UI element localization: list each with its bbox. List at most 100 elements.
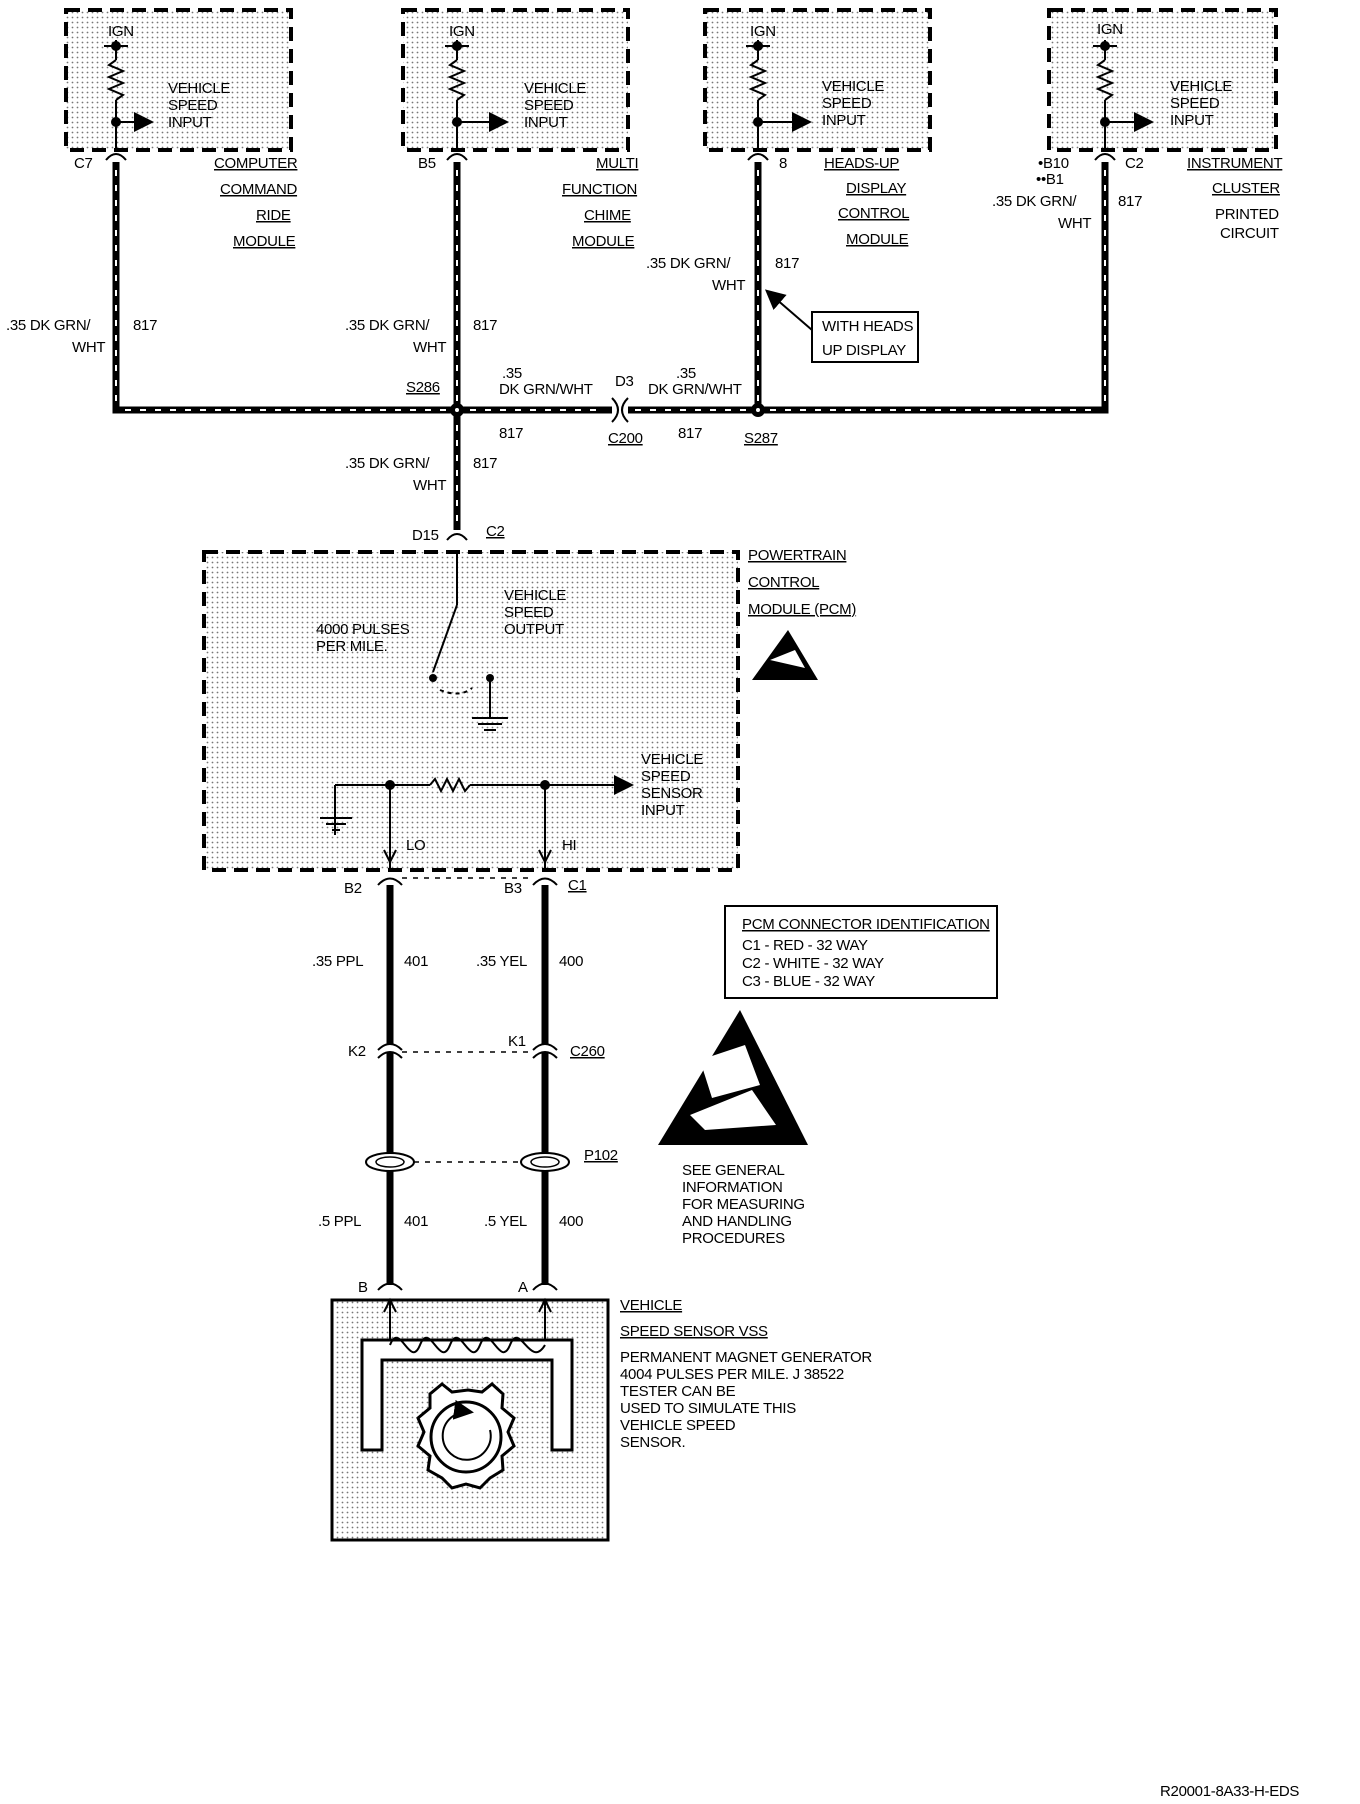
vehicle-speed-output-label: OUTPUT [504, 621, 564, 638]
esd-warning-icon [752, 630, 818, 680]
vss-name: SPEED SENSOR VSS [620, 1323, 768, 1340]
vehicle-speed-sensor: B A VEHICLE SPEED SENSOR VSS PERMANENT M… [330, 1279, 873, 1542]
splice-label: S287 [744, 430, 778, 447]
ign-label: IGN [449, 23, 475, 40]
module-name: POWERTRAIN [748, 547, 846, 564]
module-name: MULTI [596, 155, 638, 172]
circuit-number: 400 [559, 1213, 583, 1230]
wire-color-label: WHT [413, 477, 446, 494]
wire-labels: .35 DK GRN/ WHT 817 .35 DK GRN/ WHT 817 … [6, 193, 1142, 494]
circuit-number: 817 [775, 255, 799, 272]
pin-label: B5 [418, 155, 436, 172]
callout-text: UP DISPLAY [822, 342, 906, 359]
wire-color-label: .35 DK GRN/ [646, 255, 731, 272]
circuit-number: 817 [133, 317, 157, 334]
wire-color-label: .35 DK GRN/ [992, 193, 1077, 210]
vehicle-speed-input-label: VEHICLE [524, 80, 586, 97]
esd-note-line: INFORMATION [682, 1179, 783, 1196]
pcm-connector-identification-table: PCM CONNECTOR IDENTIFICATION C1 - RED - … [724, 905, 998, 999]
sensor-input-label: SPEED [641, 768, 691, 785]
module-name: CHIME [584, 207, 631, 224]
connector-label: C2 [1125, 155, 1144, 172]
vss-description: 4004 PULSES PER MILE. J 38522 [620, 1366, 844, 1383]
instrument-cluster-module: IGN VEHICLE SPEED INPUT •B10 ••B1 C2 INS… [1036, 8, 1283, 242]
pin-label: C7 [74, 155, 93, 172]
wire-color-label: .35 DK GRN/ [345, 455, 430, 472]
pin-label: B3 [504, 880, 522, 897]
vehicle-speed-output-label: VEHICLE [504, 587, 566, 604]
module-name: DISPLAY [846, 180, 906, 197]
vss-description: USED TO SIMULATE THIS [620, 1400, 796, 1417]
module-name: MODULE (PCM) [748, 601, 856, 618]
c200-connector [611, 397, 629, 423]
vss-description: VEHICLE SPEED [620, 1417, 736, 1434]
vehicle-speed-input-label: VEHICLE [1170, 78, 1232, 95]
pin-label: 8 [779, 155, 787, 172]
vehicle-speed-input-label: INPUT [822, 112, 866, 129]
module-name: FUNCTION [562, 181, 637, 198]
wire-color-label: WHT [413, 339, 446, 356]
module-name: CONTROL [748, 574, 819, 591]
pulses-label: PER MILE. [316, 638, 388, 655]
connector-label: C200 [608, 430, 643, 447]
vehicle-speed-input-label: SPEED [524, 97, 574, 114]
module-name: RIDE [256, 207, 291, 224]
vehicle-speed-input-label: SPEED [1170, 95, 1220, 112]
ign-label: IGN [1097, 21, 1123, 38]
callout-text: WITH HEADS [822, 318, 913, 335]
pin-label: •B10 [1038, 155, 1069, 172]
vss-description: SENSOR. [620, 1434, 685, 1451]
circuit-number: 817 [678, 425, 702, 442]
wire-color-label: WHT [712, 277, 745, 294]
connector-pin: K1 [508, 1033, 526, 1050]
wire-color-label: .5 PPL [318, 1213, 361, 1230]
computer-command-ride-module: IGN VEHICLE SPEED INPUT C7 COMPUTER COMM… [64, 8, 298, 250]
module-name: COMMAND [220, 181, 298, 198]
wire-color-label: WHT [72, 339, 105, 356]
table-row: C1 - RED - 32 WAY [742, 937, 868, 954]
heads-up-display-module: IGN VEHICLE SPEED INPUT 8 HEADS-UP DISPL… [703, 8, 932, 248]
pin-label: B2 [344, 880, 362, 897]
hi-label: HI [562, 837, 576, 854]
wire-color-label: DK GRN/WHT [648, 381, 742, 398]
pin-label: D15 [412, 527, 439, 544]
vss-signal-wires: .35 PPL 401 .35 YEL 400 K2 K1 C260 P102 … [312, 885, 618, 1285]
vss-description: TESTER CAN BE [620, 1383, 736, 1400]
wire-color-label: .35 DK GRN/ [6, 317, 91, 334]
wire-color-label: .35 PPL [312, 953, 363, 970]
table-row: C2 - WHITE - 32 WAY [742, 955, 884, 972]
wire-color-label: DK GRN/WHT [499, 381, 593, 398]
module-name: CONTROL [838, 205, 909, 222]
module-name: MODULE [572, 233, 635, 250]
circuit-number: 401 [404, 953, 428, 970]
module-name: HEADS-UP [824, 155, 899, 172]
connector-label: C2 [486, 523, 505, 540]
heads-up-callout: WITH HEADS UP DISPLAY [764, 289, 919, 363]
connector-label: C260 [570, 1043, 605, 1060]
esd-note-line: PROCEDURES [682, 1230, 785, 1247]
module-name: CIRCUIT [1220, 225, 1279, 242]
figure-id: R20001-8A33-H-EDS [1160, 1783, 1299, 1800]
wire-color-label: .35 [502, 365, 522, 382]
connector-pin: D3 [615, 373, 634, 390]
esd-handling-note: SEE GENERAL INFORMATION FOR MEASURING AN… [658, 1010, 808, 1247]
module-name: MODULE [846, 231, 909, 248]
vehicle-speed-output-label: SPEED [504, 604, 554, 621]
passthrough-label: P102 [584, 1147, 618, 1164]
lo-label: LO [406, 837, 425, 854]
splice-label: S286 [406, 379, 440, 396]
circuit-number: 817 [473, 455, 497, 472]
wire-color-label: .5 YEL [484, 1213, 527, 1230]
circuit-number: 401 [404, 1213, 428, 1230]
table-title: PCM CONNECTOR IDENTIFICATION [742, 916, 990, 933]
connector-label: C1 [568, 877, 587, 894]
ign-label: IGN [750, 23, 776, 40]
sensor-input-label: SENSOR [641, 785, 703, 802]
esd-note-line: SEE GENERAL [682, 1162, 785, 1179]
wire-color-label: .35 YEL [476, 953, 527, 970]
wire-color-label: .35 DK GRN/ [345, 317, 430, 334]
vss-name: VEHICLE [620, 1297, 682, 1314]
pin-label: ••B1 [1036, 171, 1064, 188]
circuit-number: 817 [473, 317, 497, 334]
